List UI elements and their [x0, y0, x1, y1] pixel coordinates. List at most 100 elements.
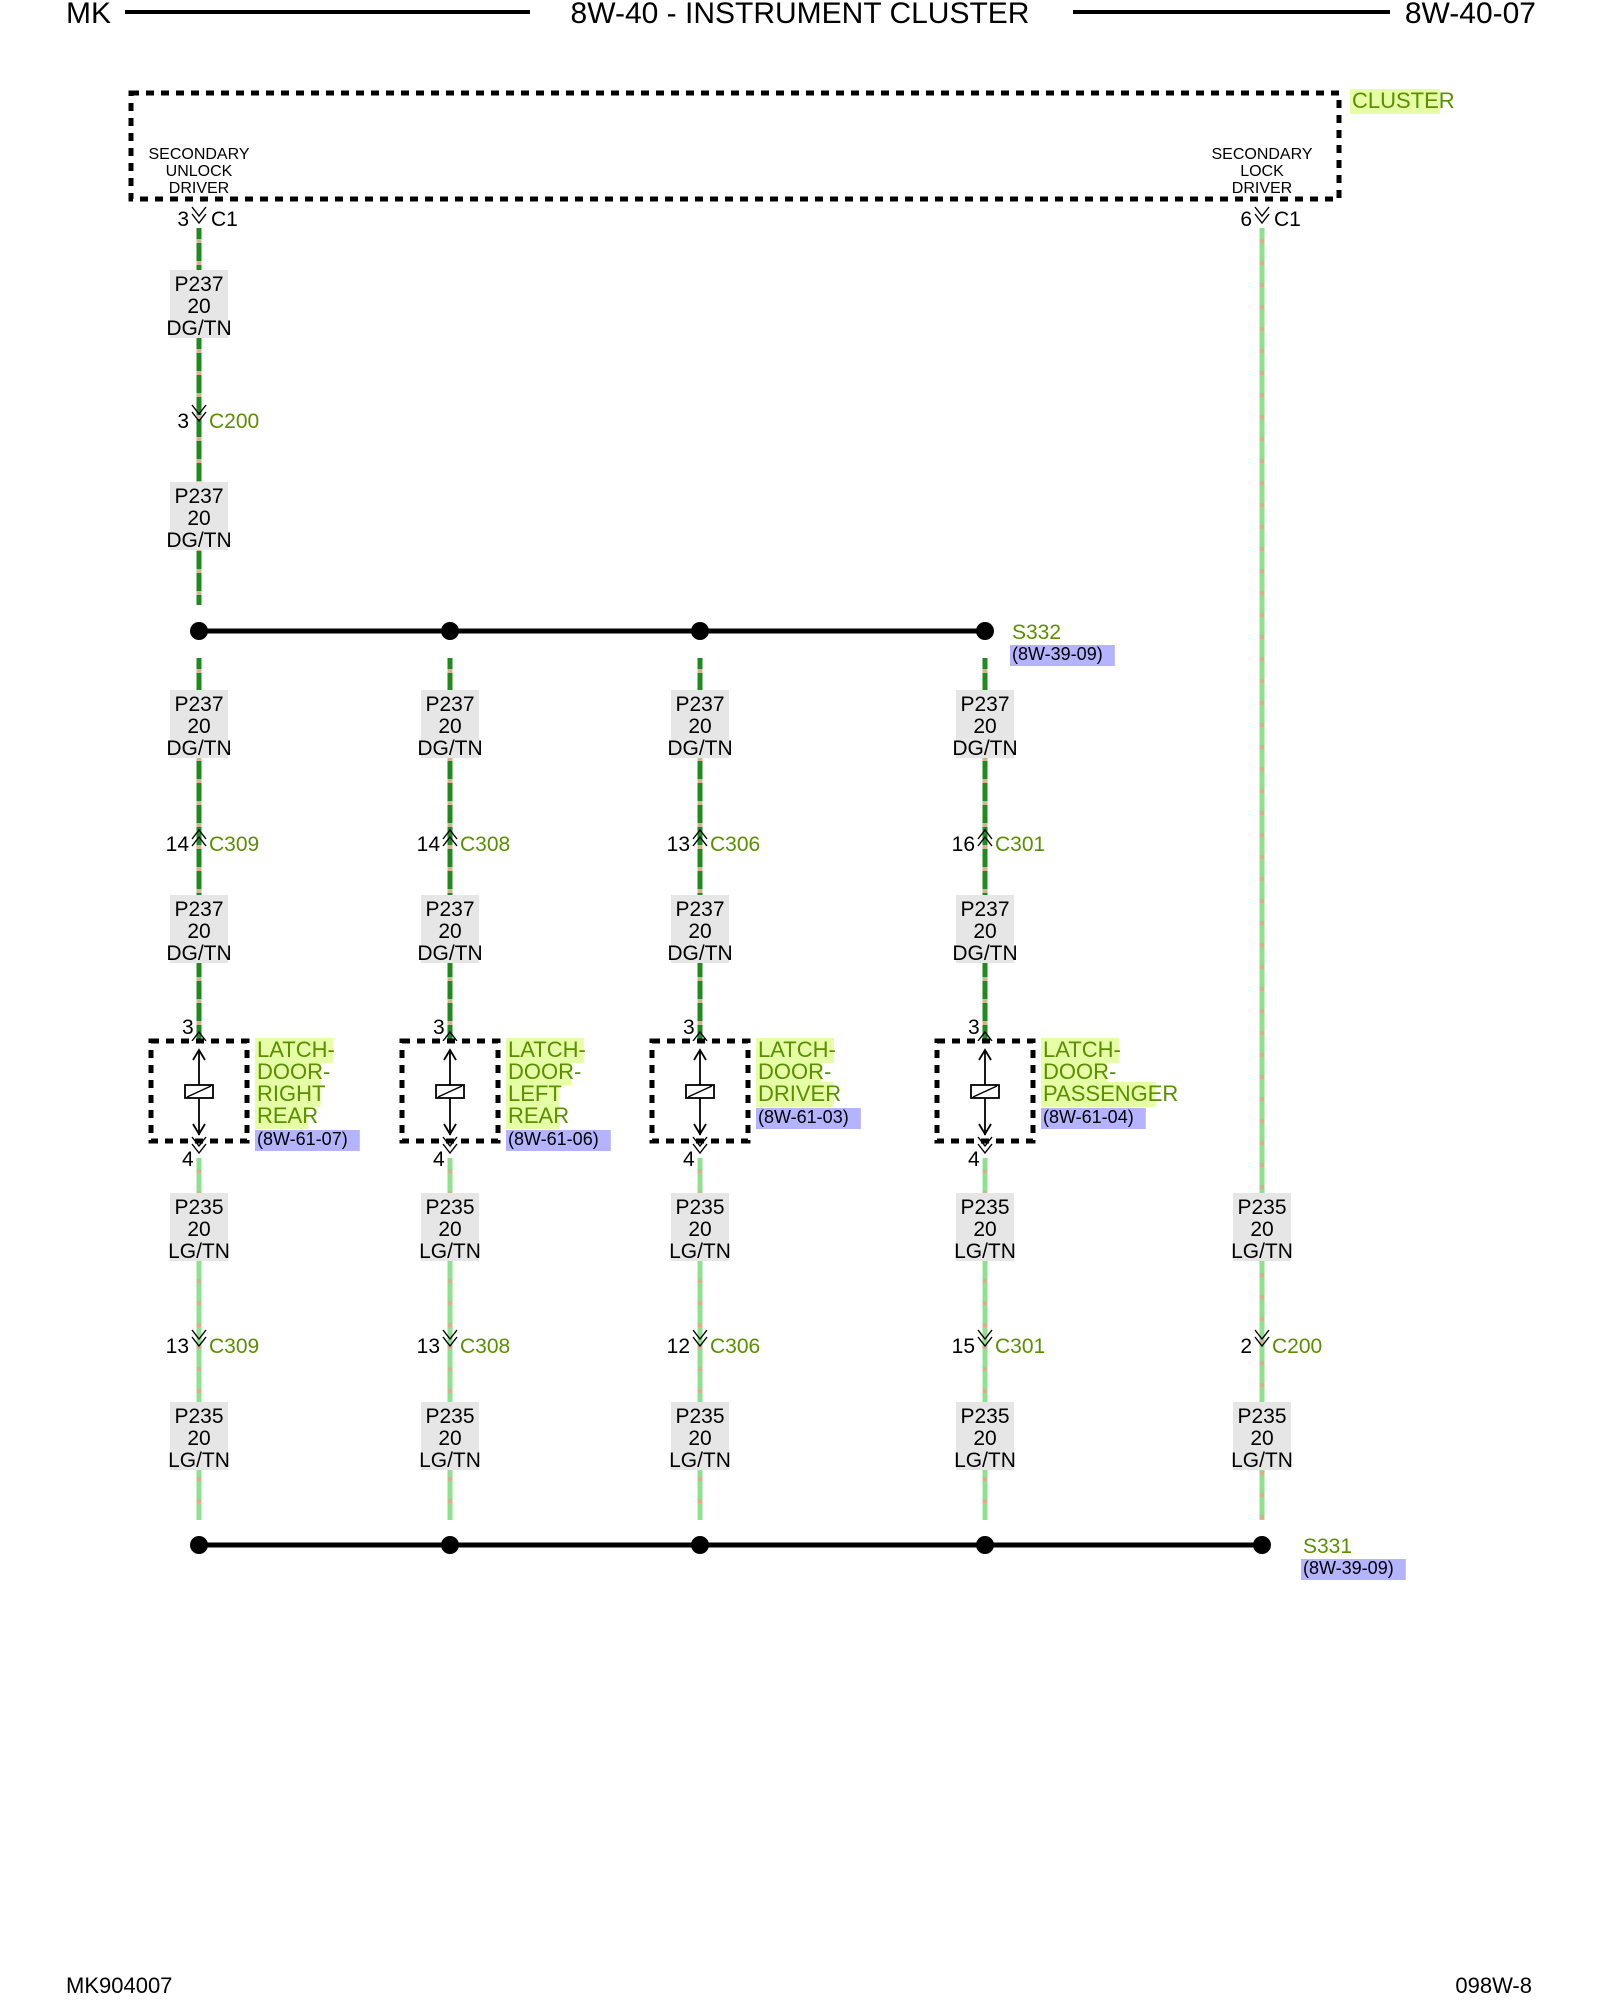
connector-c309-out-name: C309	[209, 1335, 259, 1358]
connector-c309-in-chevron-icon	[191, 828, 207, 847]
wire-label-circuit: P235	[1237, 1196, 1286, 1219]
splice-s332-node	[190, 622, 208, 640]
wire-label-gauge: 20	[688, 920, 711, 943]
latch-pin-top: 3	[433, 1016, 445, 1039]
latch-label-3-0: LATCH-	[1043, 1037, 1121, 1062]
wire-label-color: DG/TN	[952, 737, 1017, 760]
wire-label-gauge: 20	[973, 920, 996, 943]
connector-c309-out-chevron-icon	[191, 1329, 207, 1348]
cluster-box	[128, 90, 1342, 202]
wire-label-color: LG/TN	[1231, 1449, 1293, 1472]
latch-label-1-3-bg	[506, 1104, 560, 1129]
connector-c200-lock-pin: 2	[1240, 1335, 1252, 1358]
splice-s331-name: S331	[1303, 1535, 1352, 1558]
connector-c306-in-chevron-icon	[692, 828, 708, 847]
connector-c309-out-pin: 13	[166, 1335, 189, 1358]
wire-label-circuit: P237	[425, 898, 474, 921]
wire-label-gauge: 20	[973, 1218, 996, 1241]
wire-label-circuit: P237	[174, 898, 223, 921]
latch-label-0-2-bg	[255, 1082, 321, 1107]
wire-label-circuit: P237	[174, 485, 223, 508]
latch-label-3-2-bg	[1041, 1082, 1156, 1107]
latch-label-2-2: DRIVER	[758, 1081, 841, 1106]
latch-pin-top: 3	[683, 1016, 695, 1039]
latch-label-2-1: DOOR-	[758, 1059, 831, 1084]
latch-label-1-0: LATCH-	[508, 1037, 586, 1062]
connector-c301-in-chevron-icon	[977, 828, 993, 847]
latch-label-2-1-bg	[756, 1060, 822, 1085]
cluster-label-bg	[1350, 89, 1441, 114]
wire-label-circuit: P237	[960, 693, 1009, 716]
wire-label-color: DG/TN	[166, 529, 231, 552]
splice-s331-node	[441, 1536, 459, 1554]
connector-c200-lock-name: C200	[1272, 1335, 1322, 1358]
wire-label-gauge: 20	[688, 1427, 711, 1450]
latch-ref-1: (8W-61-06)	[508, 1129, 599, 1149]
splice-s332-ref: (8W-39-09)	[1012, 644, 1103, 664]
connector-c306-in-name: C306	[710, 833, 760, 856]
connector-c309-in-pin: 14	[166, 833, 190, 856]
page-number: 8W-40-07	[1405, 0, 1536, 30]
connector-c306-out-name: C306	[710, 1335, 760, 1358]
connector-c301-in-name: C301	[995, 833, 1045, 856]
wire-label-circuit: P237	[174, 273, 223, 296]
latch-label-1-0-bg	[506, 1038, 584, 1063]
wire-label-color: LG/TN	[419, 1240, 481, 1263]
wire-label-color: LG/TN	[1231, 1240, 1293, 1263]
latch-pin-bottom: 4	[182, 1148, 194, 1171]
latch-label-3-0-bg	[1041, 1038, 1119, 1063]
wire-label-color: DG/TN	[667, 942, 732, 965]
cluster-label: CLUSTER	[1352, 88, 1455, 113]
wire-label-circuit: P235	[960, 1196, 1009, 1219]
latch-label-0-0: LATCH-	[257, 1037, 335, 1062]
unlock-driver-label-1: UNLOCK	[166, 163, 233, 180]
lock-driver-label-2: DRIVER	[1232, 180, 1292, 197]
connector-c308-out-chevron-icon	[442, 1329, 458, 1348]
connector-c308-out-pin: 13	[417, 1335, 440, 1358]
wire-label-gauge: 20	[1250, 1218, 1273, 1241]
latch-label-0-1: DOOR-	[257, 1059, 330, 1084]
wire-label-circuit: P235	[675, 1196, 724, 1219]
latch-label-1-1: DOOR-	[508, 1059, 581, 1084]
latch-label-0-3: REAR	[257, 1103, 318, 1128]
wire-label-gauge: 20	[688, 715, 711, 738]
connector-c301-out-name: C301	[995, 1335, 1045, 1358]
wire-label-color: DG/TN	[417, 737, 482, 760]
wire-label-gauge: 20	[688, 1218, 711, 1241]
latch-pin-bottom: 4	[433, 1148, 445, 1171]
wire-label-color: LG/TN	[669, 1449, 731, 1472]
solenoid-icon	[435, 1048, 465, 1136]
connector-c308-in-name: C308	[460, 833, 510, 856]
c1-unlock-chevron-icon	[191, 206, 207, 225]
connector-c200-top-chevron-icon	[191, 404, 207, 423]
wire-label-circuit: P237	[960, 898, 1009, 921]
wire-label-gauge: 20	[973, 1427, 996, 1450]
wire-label-circuit: P235	[1237, 1405, 1286, 1428]
latch-pin-bottom: 4	[683, 1148, 695, 1171]
latch-label-1-1-bg	[506, 1060, 572, 1085]
wire-label-color: DG/TN	[667, 737, 732, 760]
latch-label-1-3: REAR	[508, 1103, 569, 1128]
wire-label-color: DG/TN	[166, 737, 231, 760]
connector-c301-out-pin: 15	[952, 1335, 975, 1358]
latch-ref-0: (8W-61-07)	[257, 1129, 348, 1149]
c1-lock-chevron-icon	[1254, 206, 1270, 225]
connector-c306-in-pin: 13	[667, 833, 690, 856]
latch-ref-1-bg	[506, 1130, 611, 1151]
